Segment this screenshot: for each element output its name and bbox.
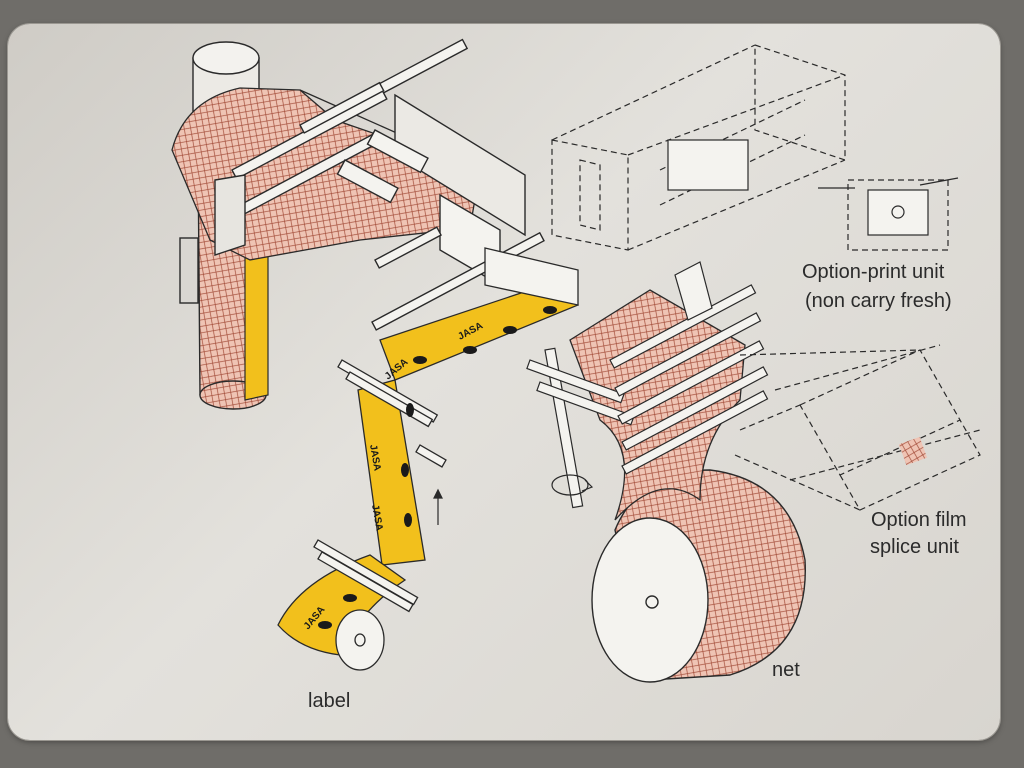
net-roller-cage [526,261,769,509]
splice-unit-drawing [734,344,981,511]
splice-unit-label-line2: splice unit [870,536,959,558]
brand-mark-2: JASA [367,444,382,472]
direction-arrow-icon [433,488,443,525]
net-label: net [772,659,800,681]
print-unit-label-line1: Option-print unit [802,261,945,283]
label-roll [335,609,385,671]
rotation-arrow-icon [551,474,594,496]
net-roll [591,469,806,683]
splice-unit-label-line1: Option film [871,509,967,531]
print-unit-detail [667,139,959,236]
label-bow-marks [318,306,557,629]
label-caption: label [308,690,351,712]
brand-mark-3: JASA [369,504,384,532]
print-unit-label-line2: (non carry fresh) [805,290,952,312]
splice-unit-patch [898,436,928,466]
